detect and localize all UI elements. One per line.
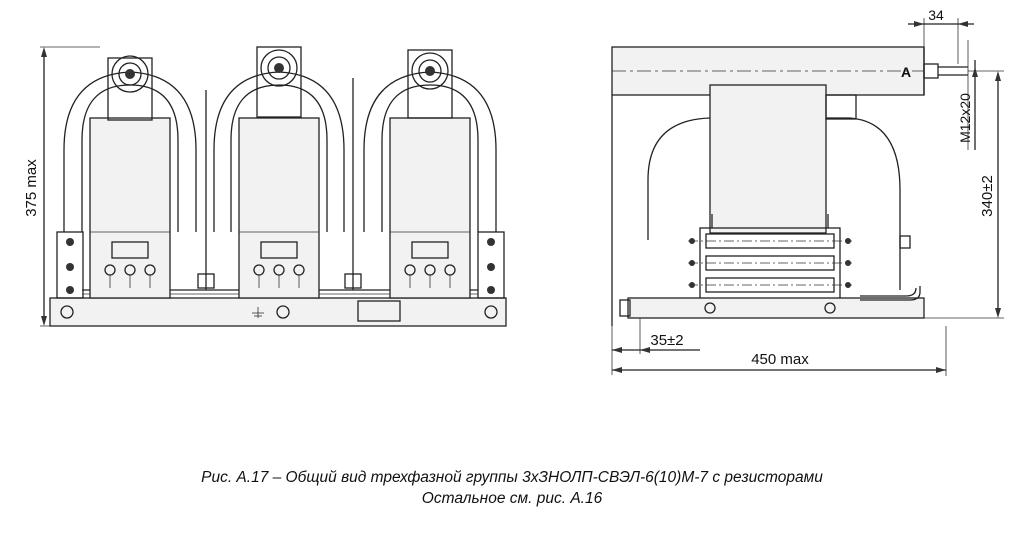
view-mark: A bbox=[901, 64, 911, 80]
figure-caption: Рис. А.17 – Общий вид трехфазной группы … bbox=[201, 469, 823, 486]
offset-label: 35±2 bbox=[650, 332, 683, 349]
transformer-phase-2 bbox=[213, 46, 345, 299]
front-height-dimension: 375 max bbox=[23, 46, 100, 327]
thread-label: M12x20 bbox=[957, 93, 973, 143]
front-height-label: 375 max bbox=[23, 159, 40, 217]
offset-dimension: 35±2 bbox=[611, 318, 700, 375]
front-view: 375 max bbox=[23, 46, 507, 327]
width-dimension: 450 max bbox=[612, 326, 947, 376]
width-label: 450 max bbox=[751, 351, 809, 368]
transformer-phase-3 bbox=[363, 49, 497, 299]
front-base-plate bbox=[49, 297, 507, 327]
transformer-phase-1 bbox=[63, 55, 197, 299]
top-dimension: 34 bbox=[908, 7, 974, 64]
side-height-label: 340±2 bbox=[979, 175, 996, 217]
thread-dimension: M12x20 bbox=[957, 40, 978, 150]
figure-note: Остальное см. рис. А.16 bbox=[421, 490, 603, 507]
resistor-block bbox=[688, 214, 852, 301]
side-height-dimension: 340±2 bbox=[924, 70, 1004, 319]
side-view: A 34 M12x20 340±2 bbox=[611, 7, 1004, 376]
top-dim-label: 34 bbox=[928, 7, 944, 23]
side-base bbox=[627, 297, 925, 319]
